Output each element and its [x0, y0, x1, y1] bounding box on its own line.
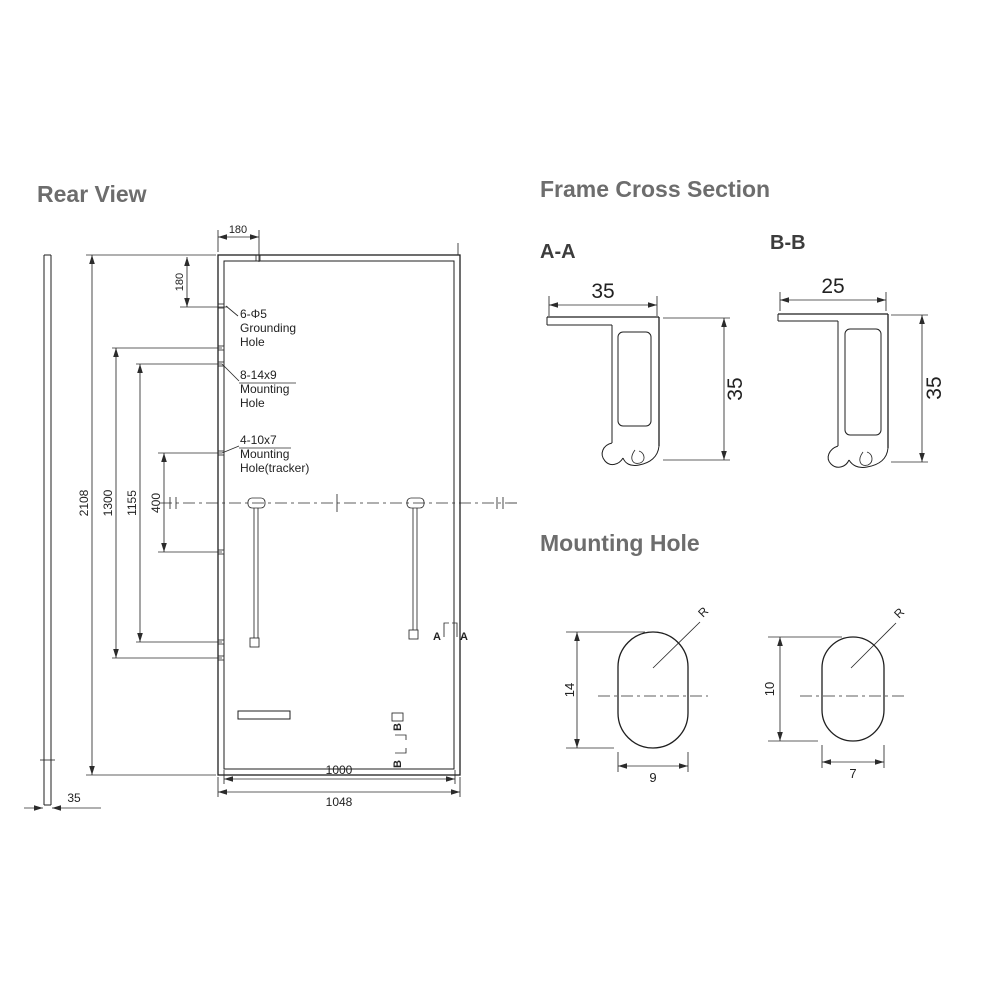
mounting-hole-label: 8-14x9 Mounting Hole — [221, 363, 296, 410]
top-180-dimension: 180 — [217, 224, 260, 262]
grounding-label-line1: 6-Φ5 — [240, 307, 267, 321]
dim-top-180: 180 — [229, 224, 247, 236]
dim-1300: 1300 — [101, 489, 115, 516]
left-dimensions: 2108 1300 1155 400 — [77, 254, 222, 776]
tracker-label-line3: Hole(tracker) — [240, 461, 309, 475]
left-180-dimension: 180 — [174, 257, 228, 308]
dim-1048: 1048 — [326, 795, 353, 809]
mounting-hole-title: Mounting Hole — [540, 530, 700, 556]
slot-right-radius-label: R — [891, 605, 907, 621]
aa-height-dim: 35 — [724, 377, 747, 400]
section-marker-b2: B — [392, 760, 404, 768]
side-profile: 35 — [24, 254, 101, 811]
frame-cross-section: Frame Cross Section A-A B-B 35 35 25 — [540, 176, 946, 468]
section-aa-drawing: 35 35 — [546, 280, 747, 466]
mounting-slot-right: R 10 7 — [762, 605, 907, 781]
bottom-dimensions: 1000 1048 — [217, 763, 461, 809]
slot-left-radius-label: R — [695, 604, 711, 620]
section-b-markers: B B — [392, 723, 407, 768]
rear-view-section: Rear View 35 — [24, 181, 518, 811]
section-marker-a2: A — [460, 631, 468, 643]
slot-right-width-dim: 7 — [849, 766, 856, 781]
dim-left-180: 180 — [174, 273, 186, 291]
section-a-markers: A A — [433, 622, 468, 643]
bb-height-dim: 35 — [923, 376, 946, 399]
section-bb-label: B-B — [770, 232, 806, 254]
mounting-hole-section: Mounting Hole R 14 9 R 10 — [540, 530, 907, 785]
panel-outline — [217, 243, 461, 776]
slot-right-height-dim: 10 — [762, 682, 777, 696]
mounting-label-line3: Hole — [240, 396, 265, 410]
dim-1155: 1155 — [125, 490, 139, 516]
dim-1000: 1000 — [326, 763, 353, 777]
grounding-label-line3: Hole — [240, 335, 265, 349]
mounting-label-line1: 8-14x9 — [240, 368, 277, 382]
centerline-features — [160, 494, 518, 722]
tracker-label-line2: Mounting — [240, 447, 289, 461]
grounding-label-line2: Grounding — [240, 321, 296, 335]
dim-frame-thickness: 35 — [67, 791, 81, 805]
section-marker-b1: B — [392, 723, 404, 731]
slot-left-height-dim: 14 — [562, 683, 577, 697]
section-marker-a1: A — [433, 631, 441, 643]
dim-400: 400 — [149, 493, 163, 513]
aa-width-dim: 35 — [591, 280, 614, 303]
mounting-slot-left: R 14 9 — [562, 604, 711, 785]
dim-2108: 2108 — [77, 489, 91, 516]
section-aa-label: A-A — [540, 241, 576, 263]
slot-left-width-dim: 9 — [649, 770, 656, 785]
frame-cross-section-title: Frame Cross Section — [540, 176, 770, 202]
bb-width-dim: 25 — [821, 275, 844, 298]
mounting-label-line2: Mounting — [240, 382, 289, 396]
rear-view-title: Rear View — [37, 181, 147, 207]
tracker-label-line1: 4-10x7 — [240, 433, 277, 447]
grounding-hole-label: 6-Φ5 Grounding Hole — [225, 305, 296, 349]
tracker-hole-label: 4-10x7 Mounting Hole(tracker) — [221, 433, 309, 475]
section-bb-drawing: 25 35 — [777, 275, 946, 468]
